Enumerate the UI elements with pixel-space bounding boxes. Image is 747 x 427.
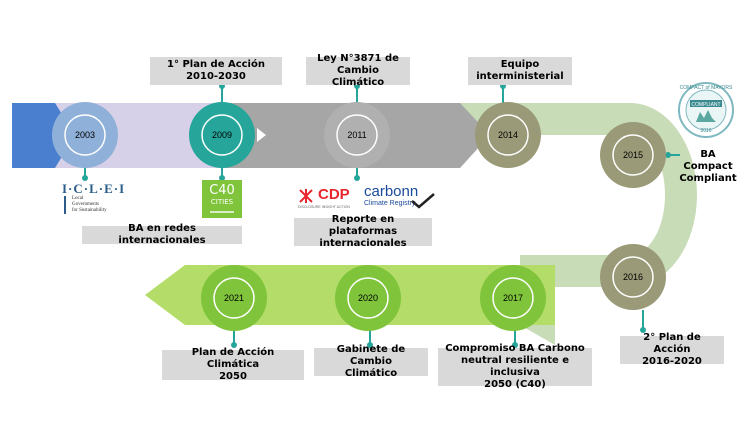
compact-of-mayors-badge: COMPACT of MAYORS COMPLIANT 2016 — [678, 82, 734, 138]
label-equipo: Equipo interministerial — [468, 57, 572, 85]
iclei-sub: Local — [72, 196, 84, 201]
label-redes: BA en redes internacionales — [82, 223, 242, 246]
label-line: Cambio Climático — [331, 65, 385, 88]
year-label: 2011 — [347, 130, 366, 140]
cdp-sub: DISCLOSURE INSIGHT ACTION — [298, 205, 350, 209]
carbonn-logo: carbonn Climate Registry — [364, 184, 436, 214]
year-circle-2016: 2016 — [600, 244, 666, 310]
c40-wordmark: C40 — [209, 183, 235, 198]
label-line: Compromiso BA Carbono — [445, 343, 585, 354]
label-line: 2050 — [219, 371, 247, 382]
chevron-right-icon — [257, 128, 266, 142]
label-compromiso: Compromiso BA Carbono neutral resiliente… — [438, 343, 592, 390]
iclei-sub: Governments — [72, 202, 99, 207]
label-line: internacionales — [319, 238, 407, 249]
cdp-logo: CDP DISCLOSURE INSIGHT ACTION — [298, 186, 360, 214]
iclei-sub: for Sustainability — [72, 208, 107, 213]
label-line: Ley N°3871 de — [317, 53, 399, 64]
year-circle-2015: 2015 — [600, 122, 666, 188]
c40-sub: CITIES — [210, 198, 234, 206]
label-compact-compliant: BA Compact Compliant — [678, 149, 738, 185]
label-line: 2050 (C40) — [484, 379, 546, 390]
badge-year-text: 2016 — [700, 128, 711, 134]
iclei-wordmark: I·C·L·E·I — [62, 181, 126, 196]
label-line: neutral resiliente e inclusiva — [460, 355, 570, 378]
year-label: 2003 — [75, 130, 95, 140]
year-circle-2011: 2011 — [324, 102, 390, 168]
year-label: 2015 — [623, 150, 643, 160]
label-line: Reporte en plataformas — [328, 214, 398, 237]
label-ley-3871: Ley N°3871 de Cambio Climático — [306, 53, 410, 88]
year-circle-2014: 2014 — [475, 102, 541, 168]
label-line: 2010-2030 — [186, 71, 246, 82]
label-line: BA en redes internacionales — [118, 223, 206, 246]
carbonn-sub: Climate Registry — [364, 200, 416, 207]
year-circle-2003: 2003 — [52, 102, 118, 168]
iclei-logo: I·C·L·E·I Local Governments for Sustaina… — [62, 181, 126, 216]
label-line: 2016-2020 — [642, 356, 702, 367]
year-circle-2009: 2009 — [189, 102, 255, 168]
label-reporte: Reporte en plataformas internacionales — [294, 214, 432, 249]
carbonn-wordmark: carbonn — [364, 183, 419, 200]
label-line: Equipo — [500, 59, 540, 70]
label-plan-2016: 2° Plan de Acción 2016-2020 — [620, 332, 724, 367]
label-line: interministerial — [476, 71, 564, 82]
label-line: 1° Plan de Acción — [167, 59, 265, 70]
label-line: 2° Plan de Acción — [643, 332, 701, 355]
year-label: 2014 — [498, 130, 518, 140]
label-line: Compact — [683, 161, 733, 172]
year-label: 2017 — [503, 293, 523, 303]
label-line: Plan de Acción Climática — [191, 347, 275, 370]
label-line: Climático — [344, 368, 398, 379]
label-line: Gabinete de Cambio — [336, 344, 406, 367]
year-label: 2016 — [623, 272, 643, 282]
label-gabinete: Gabinete de Cambio Climático — [314, 344, 428, 379]
year-circle-2020: 2020 — [335, 265, 401, 331]
badge-mid-text: COMPLIANT — [691, 102, 720, 108]
label-line: BA — [700, 149, 716, 160]
year-circle-2017: 2017 — [480, 265, 546, 331]
cdp-wordmark: CDP — [318, 186, 350, 203]
label-line: Compliant — [679, 173, 737, 184]
label-plan-2050: Plan de Acción Climática 2050 — [162, 347, 304, 382]
cdp-mark-icon — [299, 189, 313, 203]
label-plan-2010: 1° Plan de Acción 2010-2030 — [150, 57, 282, 85]
iclei-rule — [64, 196, 66, 214]
year-label: 2020 — [358, 293, 378, 303]
checkmark-icon — [411, 193, 435, 209]
c40-cities-logo: C40 CITIES — [202, 180, 242, 218]
year-label: 2009 — [212, 130, 232, 140]
year-label: 2021 — [224, 293, 244, 303]
badge-top-text: COMPACT of MAYORS — [680, 85, 733, 91]
year-circle-2021: 2021 — [201, 265, 267, 331]
